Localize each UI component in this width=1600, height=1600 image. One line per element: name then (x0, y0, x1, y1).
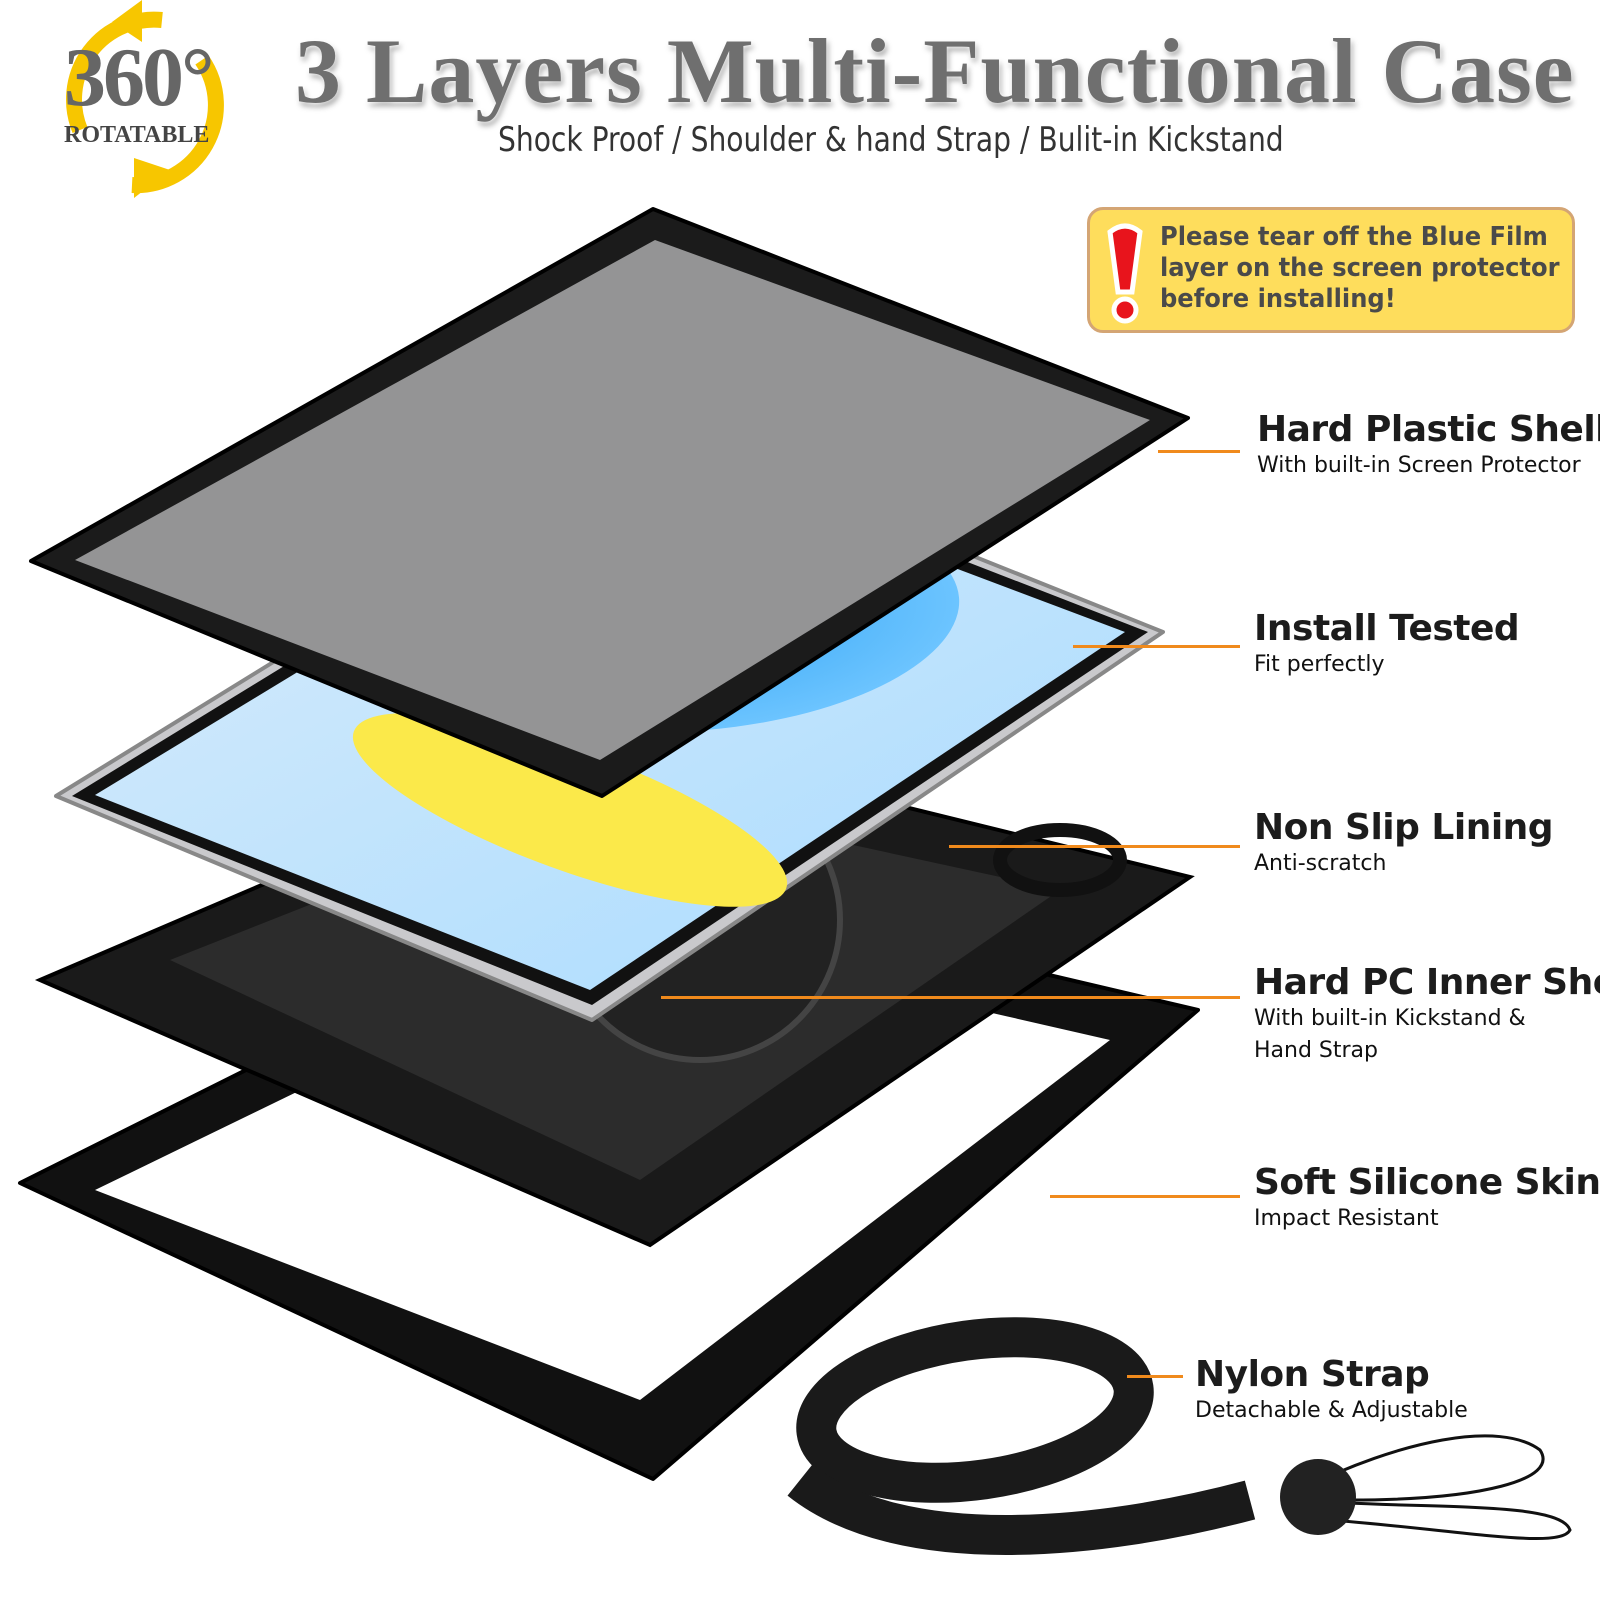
leader-line (949, 845, 1240, 848)
logo-degrees: 360° (64, 31, 215, 124)
feature-hard-plastic-shells: Hard Plastic Shells With built-in Screen… (1257, 410, 1600, 482)
feature-hard-pc-inner-shell: Hard PC Inner Shell With built-in Kickst… (1254, 963, 1600, 1067)
notice-line: before installing! (1160, 284, 1396, 314)
logo-label: ROTATABLE (64, 122, 210, 148)
feature-desc: With built-in Screen Protector (1257, 453, 1581, 478)
feature-install-tested: Install Tested Fit perfectly (1254, 608, 1520, 681)
feature-desc: With built-in Kickstand & (1254, 1006, 1526, 1031)
feature-title: Install Tested (1254, 608, 1520, 649)
feature-title: Soft Silicone Skin (1254, 1162, 1600, 1203)
page-subtitle: Shock Proof / Shoulder & hand Strap / Bu… (498, 120, 1284, 160)
notice-box: Please tear off the Blue Film layer on t… (1087, 207, 1575, 333)
nylon-strap (787, 1317, 1572, 1555)
feature-title: Non Slip Lining (1254, 807, 1554, 848)
leader-line (1050, 1195, 1240, 1198)
leader-line (1158, 450, 1240, 453)
feature-desc: Fit perfectly (1254, 652, 1385, 677)
feature-desc: Impact Resistant (1254, 1206, 1439, 1231)
feature-soft-silicone-skin: Soft Silicone Skin Impact Resistant (1254, 1163, 1600, 1235)
feature-title: Hard Plastic Shells (1257, 409, 1600, 450)
notice-line: Please tear off the Blue Film (1160, 222, 1548, 252)
leader-line (1073, 645, 1240, 648)
notice-line: layer on the screen protector (1160, 253, 1560, 283)
leader-line (661, 996, 1240, 999)
feature-title: Nylon Strap (1195, 1354, 1430, 1395)
hard-plastic-frame (29, 207, 1190, 798)
feature-title: Hard PC Inner Shell (1254, 962, 1600, 1003)
leader-line (1127, 1375, 1183, 1378)
feature-non-slip-lining: Non Slip Lining Anti-scratch (1254, 807, 1554, 880)
feature-desc: Anti-scratch (1254, 851, 1387, 876)
exclamation-icon (1107, 223, 1143, 324)
page-title: 3 Layers Multi-Functional Case (295, 20, 1575, 122)
feature-desc: Hand Strap (1254, 1038, 1379, 1063)
feature-desc: Detachable & Adjustable (1195, 1398, 1468, 1423)
feature-nylon-strap: Nylon Strap Detachable & Adjustable (1195, 1355, 1468, 1427)
rotate-arrows-icon (66, 0, 224, 198)
